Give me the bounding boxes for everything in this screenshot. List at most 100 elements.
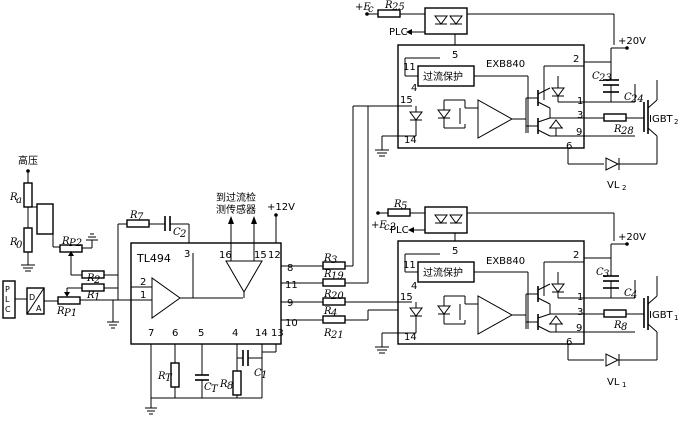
da-label-a: A — [36, 304, 42, 313]
svg-text:2: 2 — [93, 275, 100, 286]
svg-text:5: 5 — [452, 50, 458, 61]
svg-text:2: 2 — [573, 54, 579, 65]
r3-label: R — [323, 253, 332, 264]
svg-text:14: 14 — [404, 332, 417, 343]
svg-text:4: 4 — [411, 83, 417, 94]
r7-label: R — [129, 210, 138, 221]
resistor-r8-gate — [603, 309, 627, 318]
svg-text:5: 5 — [198, 328, 204, 339]
svg-text:1: 1 — [674, 314, 678, 322]
svg-text:1: 1 — [261, 370, 267, 381]
c1-label: C — [254, 368, 262, 379]
svg-text:7: 7 — [148, 328, 154, 339]
svg-text:3: 3 — [331, 255, 337, 266]
high-voltage-label: 高压 — [18, 154, 38, 167]
driver-bottom: R 5 +E c2 PLC EXB840 5 11 4 15 14 2 1 3 … — [368, 199, 678, 389]
svg-text:6: 6 — [566, 337, 572, 348]
r2-label: R — [86, 273, 95, 284]
svg-text:4: 4 — [411, 281, 417, 292]
ec2-label: +E — [371, 220, 387, 231]
optocoupler-top — [424, 7, 468, 35]
r21-label: R — [323, 328, 332, 339]
svg-text:4: 4 — [330, 308, 337, 319]
v20-bottom-label: +20V — [618, 232, 646, 243]
plc-bottom-label: PLC — [390, 225, 409, 236]
svg-text:4: 4 — [630, 290, 637, 301]
rp1-label: R — [56, 306, 65, 317]
svg-text:25: 25 — [391, 2, 405, 13]
igbt1-symbol: IGBT 1 — [643, 276, 678, 360]
r8-label: R — [219, 379, 228, 390]
exb-bottom-label: EXB840 — [486, 256, 525, 267]
c4-label: C — [624, 288, 632, 299]
svg-text:11: 11 — [285, 280, 298, 291]
svg-text:a: a — [16, 195, 22, 206]
svg-text:21: 21 — [330, 330, 344, 341]
igbt1-label: IGBT — [649, 310, 674, 321]
svg-text:8: 8 — [287, 263, 293, 274]
svg-text:1: 1 — [622, 381, 626, 389]
c3-label: C — [596, 267, 604, 278]
svg-text:2: 2 — [140, 277, 146, 288]
r25-label: R — [384, 0, 393, 11]
r28-label: R — [613, 124, 622, 135]
optocoupler-bottom — [424, 206, 468, 234]
v12-label: +12V — [267, 202, 295, 213]
r5-label: R — [393, 199, 402, 210]
svg-text:3: 3 — [577, 307, 583, 318]
svg-text:2: 2 — [573, 250, 579, 261]
svg-text:1: 1 — [94, 292, 100, 303]
to-sensor-label-1: 到过流检 — [216, 191, 256, 204]
resistor-r8-timing — [232, 370, 242, 396]
svg-text:11: 11 — [403, 260, 416, 271]
svg-text:9: 9 — [287, 298, 293, 309]
svg-text:T: T — [211, 384, 219, 395]
plc-left-label: P — [5, 285, 10, 294]
svg-text:8: 8 — [227, 381, 233, 392]
svg-text:3: 3 — [577, 110, 583, 121]
c24-label: C — [624, 92, 632, 103]
to-sensor-label-2: 测传感器 — [216, 203, 256, 216]
svg-text:P1: P1 — [63, 308, 77, 319]
svg-text:9: 9 — [576, 127, 582, 138]
svg-text:16: 16 — [219, 250, 232, 261]
resistor-rp1 — [57, 296, 81, 305]
r20-label: R — [323, 289, 332, 300]
svg-text:20: 20 — [330, 291, 344, 302]
svg-text:11: 11 — [403, 62, 416, 73]
svg-text:3: 3 — [184, 249, 190, 260]
igbt2-label: IGBT — [649, 114, 674, 125]
svg-text:2: 2 — [674, 118, 678, 126]
r1-label: R — [86, 290, 95, 301]
svg-text:15: 15 — [254, 250, 267, 261]
svg-text:4: 4 — [232, 328, 238, 339]
c23-label: C — [592, 71, 600, 82]
resistor-r28 — [603, 113, 627, 122]
svg-text:9: 9 — [576, 323, 582, 334]
svg-text:10: 10 — [285, 318, 298, 329]
svg-text:24: 24 — [630, 94, 644, 105]
svg-text:1: 1 — [140, 290, 146, 301]
svg-text:8: 8 — [621, 322, 627, 333]
svg-text:2: 2 — [179, 229, 186, 240]
plc-top-label: PLC — [389, 27, 408, 38]
svg-text:c2: c2 — [384, 222, 396, 233]
svg-text:15: 15 — [400, 95, 413, 106]
svg-text:7: 7 — [137, 212, 144, 223]
tl494-output-resistors: R 3 R 19 R 20 R 4 R 21 — [281, 105, 398, 341]
vl2-label: VL — [607, 180, 620, 191]
svg-text:6: 6 — [172, 328, 178, 339]
igbt2-symbol: IGBT 2 — [643, 80, 678, 164]
driver-top: +E c R 25 PLC EXB840 5 11 4 15 14 2 1 3 … — [355, 0, 678, 192]
ec-top-label: +E — [355, 2, 371, 13]
vl1-label: VL — [607, 377, 620, 388]
svg-text:L: L — [5, 295, 10, 304]
input-section: 高压 R a R 0 R P 2 R 2 — [2, 154, 190, 329]
v20-top-label: +20V — [618, 36, 646, 47]
svg-text:0: 0 — [16, 240, 23, 251]
svg-text:6: 6 — [566, 141, 572, 152]
svg-text:3: 3 — [603, 269, 609, 280]
svg-text:C: C — [5, 305, 11, 314]
resistor-rt — [170, 362, 180, 388]
